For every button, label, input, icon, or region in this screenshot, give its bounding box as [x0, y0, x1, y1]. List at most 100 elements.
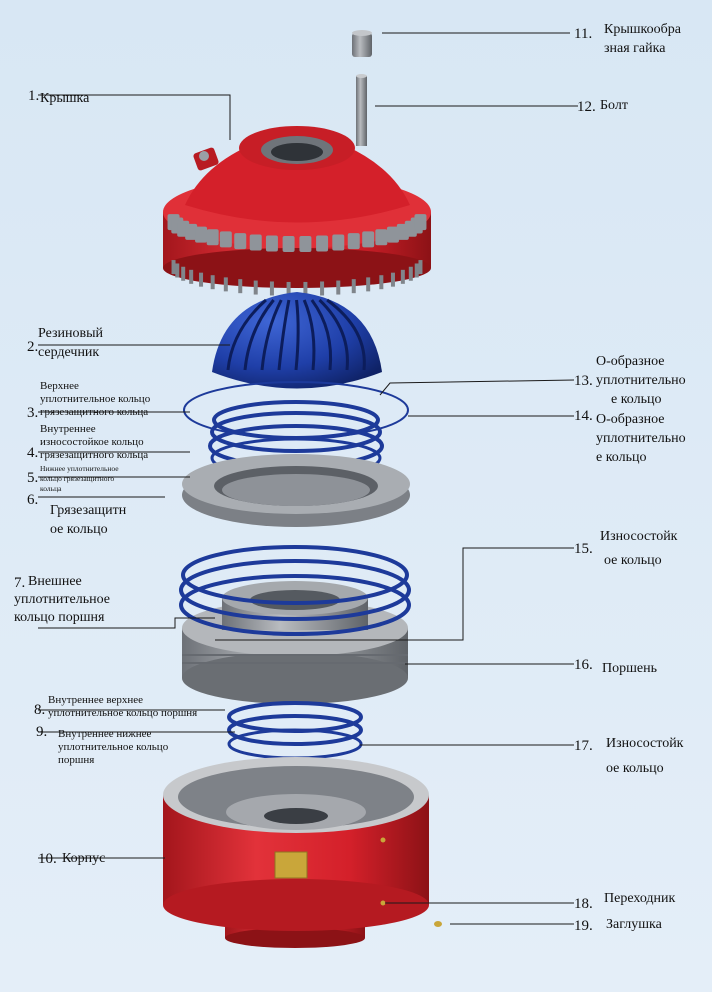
label-17-line2: ое кольцо — [606, 761, 664, 776]
label-5-line2: кольцо грязезащитного — [40, 474, 115, 483]
bolt-part — [356, 74, 367, 146]
cover-bolt-head — [299, 235, 312, 252]
label-18-text: Переходник — [604, 891, 676, 906]
label-16-text: Поршень — [602, 661, 657, 676]
leader-lines — [38, 32, 578, 925]
cover-bolt-head — [219, 231, 232, 248]
cover-bolt-head — [249, 234, 262, 251]
cover-bolt-stud — [303, 281, 308, 296]
label-17-line1: Износостойк — [606, 736, 684, 751]
cover-bolt-stud — [181, 266, 186, 281]
label-15-line1: Износостойк — [600, 529, 678, 544]
cover-bolt-head — [347, 233, 360, 250]
plug-part — [434, 921, 442, 927]
label-11-line1: Крышкообра — [604, 22, 681, 37]
label-9-line2: уплотнительное кольцо — [58, 741, 169, 753]
piston-outer-ring — [181, 545, 409, 605]
o-ring-13 — [183, 381, 409, 439]
cover-bolt-head — [185, 223, 198, 240]
label-2-text-line1: Резиновый — [38, 326, 104, 341]
rubber-core-flute — [294, 299, 300, 371]
rubber-core-flute — [260, 299, 283, 371]
cover-bolt-stud — [320, 281, 325, 296]
piston-inner-rings — [227, 701, 363, 760]
rubber-core-flute — [310, 299, 333, 371]
cover-bolt-stud — [175, 263, 180, 278]
label-12-text: Болт — [600, 98, 628, 113]
label-13-line2: уплотнительно — [596, 373, 686, 388]
cover-bolt-stud — [189, 269, 194, 284]
label-14-line1: О-образное — [596, 412, 665, 427]
cover-bolt-stud — [379, 275, 384, 290]
rubber-core-flute — [243, 299, 275, 371]
label-8-line1: Внутреннее верхнее — [48, 694, 143, 706]
cover-bolt-stud — [418, 260, 423, 275]
label-15-line2: ое кольцо — [604, 553, 662, 568]
label-6-line2: ое кольцо — [50, 522, 108, 537]
label-11-line2: зная гайка — [604, 41, 666, 56]
piston-outer-rings — [179, 545, 411, 636]
cover-bolt-stud — [238, 279, 243, 294]
label-8-line2: уплотнительное кольцо поршня — [48, 707, 198, 719]
cover-part — [163, 126, 431, 288]
cover-bolt-head — [332, 234, 345, 251]
label-10-number: 10. — [38, 851, 57, 867]
rubber-core-flute — [277, 299, 291, 371]
dust-ring-part — [182, 454, 410, 527]
cover-bolt-head — [386, 226, 399, 243]
label-5-line3: кольца — [40, 484, 62, 493]
label-4-line3: грязезащитного кольца — [40, 449, 149, 461]
label-14-line2: уплотнительно — [596, 431, 686, 446]
cover-bolt-head — [234, 233, 247, 250]
cover-bolt-head — [206, 229, 219, 246]
cover-bolt-stud — [351, 279, 356, 294]
cap-nut-part — [352, 30, 372, 57]
cover-bolt-head — [375, 229, 388, 246]
cover-bolt-stud — [286, 281, 291, 296]
label-3-number: 3. — [27, 405, 39, 421]
label-5-line1: Нижнее уплотнительное — [40, 464, 119, 473]
label-5-number: 5. — [27, 470, 39, 486]
label-18-number: 18. — [574, 896, 593, 912]
label-8-number: 8. — [34, 702, 46, 718]
label-9-number: 9. — [36, 724, 48, 740]
label-4-line2: износостойкое кольцо — [40, 436, 144, 448]
label-9-line3: поршня — [58, 754, 95, 766]
label-14-line3: е кольцо — [596, 450, 647, 465]
label-16-number: 16. — [574, 657, 593, 673]
label-15-number: 15. — [574, 541, 593, 557]
body-part — [163, 757, 429, 948]
cover-bolt-stud — [414, 263, 419, 278]
cover-bolt-stud — [408, 266, 413, 281]
piston-inner-ring — [227, 714, 363, 746]
rubber-core-flute — [302, 299, 316, 371]
cover-bolt-head — [265, 235, 278, 252]
cover-bolt-head — [195, 226, 208, 243]
cover-bolt-stud — [171, 260, 176, 275]
piston-outer-ring — [179, 574, 411, 636]
cover-bolt-head — [282, 235, 295, 252]
cover-bolt-stud — [253, 280, 258, 295]
cover-bolt-stud — [390, 272, 395, 287]
label-4-line1: Внутреннее — [40, 423, 96, 435]
cover-bolt-stud — [210, 275, 215, 290]
label-7-line3: кольцо поршня — [14, 610, 105, 625]
piston-outer-ring — [179, 559, 411, 621]
rubber-core-flute — [318, 298, 349, 371]
label-3-line2: уплотнительное кольцо — [40, 393, 151, 405]
rubber-core-part — [212, 292, 382, 389]
label-7-line1: Внешнее — [28, 574, 82, 589]
cover-bolt-stud — [400, 269, 405, 284]
piston-part — [182, 581, 408, 704]
label-17-number: 17. — [574, 738, 593, 754]
label-1-text: Крышка — [40, 91, 90, 106]
rubber-core-flute — [326, 298, 366, 371]
cover-bolt-stud — [336, 280, 341, 295]
label-19-text: Заглушка — [606, 917, 662, 932]
label-7-line2: уплотнительное — [14, 592, 110, 607]
label-12-number: 12. — [577, 99, 596, 115]
label-9-line1: Внутреннее нижнее — [58, 728, 152, 740]
label-3-line3: грязезащитного кольца — [40, 406, 149, 418]
